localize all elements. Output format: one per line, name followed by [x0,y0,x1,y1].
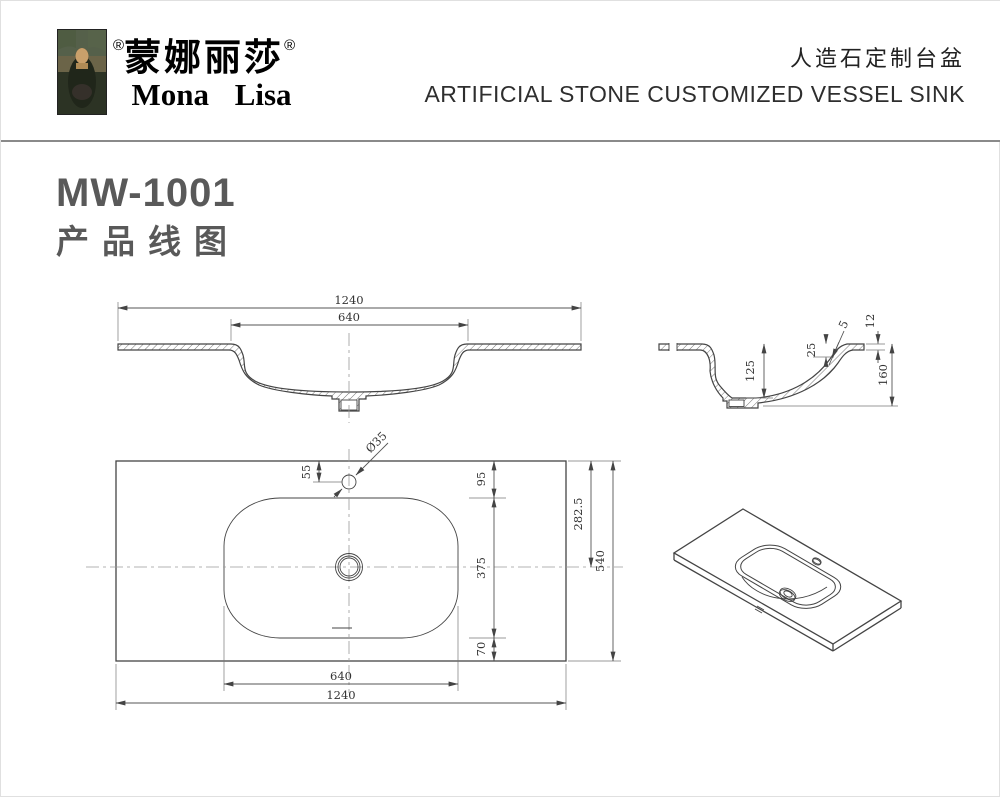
side-section-cut-body [658,343,865,409]
dim-label-front-basin-width: 640 [338,310,360,324]
countertop-outline [115,460,567,662]
dim-label-center-offset: 282.5 [571,498,585,531]
front-section-cut-body [117,343,582,412]
dim-label-rim-inset: 25 [804,343,818,358]
dim-label-bowl-depth: 125 [743,360,757,382]
dim-label-faucet-offset: 55 [299,465,313,480]
dim-label-total-height: 160 [876,364,890,386]
hands [72,84,92,100]
faucet-hole-cut [669,343,677,351]
front-section-view: 1240 640 [117,293,582,423]
iso-front-edge [673,559,834,652]
brand-name-chinese: ®蒙娜丽莎® [113,36,296,79]
dim-label-faucet-dia: Ø35 [363,429,390,456]
iso-drain-hole [778,587,797,602]
iso-basin-rim-inner [733,544,843,610]
dim-label-plan-basin-width: 640 [330,669,352,683]
product-type-chinese: 人造石定制台盆 [789,47,965,72]
drawing-title: 产品线图 [56,222,240,261]
dim-label-slab-thickness: 12 [863,314,877,329]
iso-basin-rim-outer [726,540,849,614]
registered-mark-left: ® [113,37,125,54]
dim-label-lip: 5 [835,318,851,331]
dim-label-plan-total-width: 1240 [326,688,355,702]
dim-label-front-total-width: 1240 [334,293,363,307]
mona-lisa-logo-image [57,29,107,115]
registered-mark-right: ® [284,37,296,54]
side-section-view: 125 25 5 12 160 [658,314,898,409]
drain-outer-ring [335,553,363,581]
dim-label-back-margin: 95 [474,472,488,487]
iso-top-face [672,508,903,645]
iso-edge-detail [754,605,765,614]
dim-label-total-depth: 540 [593,550,607,572]
isometric-view [672,508,903,652]
iso-bowl-depth-curve [741,576,828,600]
basin-outline [223,497,459,639]
model-number: MW-1001 [56,171,236,215]
drain-middle-ring [337,555,361,579]
drain-inner-ring [339,557,359,577]
face [75,48,89,64]
product-type-english: ARTIFICIAL STONE CUSTOMIZED VESSEL SINK [424,81,965,107]
iso-right-edge [832,607,902,652]
header-divider [1,140,1000,142]
page-header: ®蒙娜丽莎® Mona Lisa 人造石定制台盆 ARTIFICIAL STON… [1,1,1000,141]
product-type-block: 人造石定制台盆 ARTIFICIAL STONE CUSTOMIZED VESS… [424,41,965,108]
technical-drawing-sheet: 1240 640 125 25 5 12 160 [86,293,903,710]
dim-label-basin-length: 375 [474,557,488,579]
drain-fitting-side [728,399,745,407]
plan-view: 55 Ø35 95 375 70 282.5 540 640 1240 [86,429,623,710]
dim-label-front-margin: 70 [474,642,488,657]
brand-name-english: Mona Lisa [131,77,292,112]
iso-faucet-hole [811,557,822,566]
